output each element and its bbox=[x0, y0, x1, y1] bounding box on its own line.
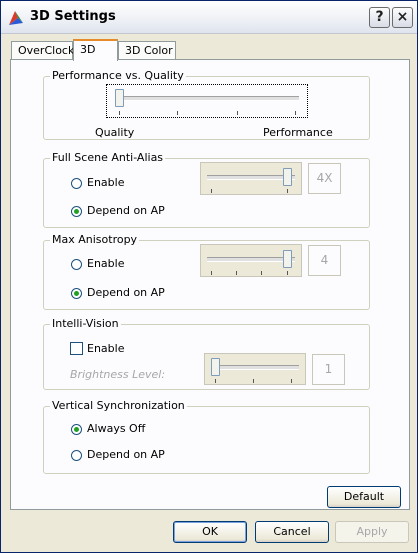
window-title: 3D Settings bbox=[30, 9, 116, 24]
quality-label: Quality bbox=[95, 126, 135, 139]
cancel-button[interactable]: Cancel bbox=[255, 521, 329, 543]
slider-tick bbox=[215, 379, 216, 383]
vsync-depend-label[interactable]: Depend on AP bbox=[87, 448, 165, 461]
close-button[interactable]: × bbox=[392, 7, 413, 28]
slider-tick bbox=[236, 271, 237, 275]
fsaa-slider-track bbox=[207, 175, 295, 180]
vsync-always-off-radio[interactable] bbox=[71, 424, 82, 435]
brightness-slider[interactable] bbox=[204, 353, 306, 385]
fsaa-legend: Full Scene Anti-Alias bbox=[50, 151, 166, 164]
fsaa-enable-radio[interactable] bbox=[71, 178, 82, 189]
brightness-level-label: Brightness Level: bbox=[70, 368, 166, 381]
tab-3d[interactable]: 3D bbox=[73, 39, 118, 61]
aniso-slider[interactable] bbox=[200, 244, 302, 277]
fsaa-slider[interactable] bbox=[200, 162, 302, 195]
slider-tick bbox=[211, 271, 212, 275]
tab-3d-color[interactable]: 3D Color bbox=[118, 41, 176, 60]
fsaa-value-box: 4X bbox=[308, 163, 341, 194]
apply-button[interactable]: Apply bbox=[335, 521, 409, 543]
slider-tick bbox=[177, 111, 178, 115]
vsync-legend: Vertical Synchronization bbox=[50, 399, 187, 412]
aniso-enable-radio[interactable] bbox=[71, 259, 82, 270]
anisotropy-group: Max Anisotropy Enable Depend on AP 4 bbox=[43, 233, 370, 310]
brightness-value-box: 1 bbox=[312, 354, 345, 385]
radio-selected-dot bbox=[74, 291, 79, 296]
aniso-enable-label[interactable]: Enable bbox=[87, 257, 125, 270]
slider-tick bbox=[287, 189, 288, 193]
slider-tick bbox=[291, 379, 292, 383]
aniso-depend-label[interactable]: Depend on AP bbox=[87, 286, 165, 299]
ok-button[interactable]: OK bbox=[173, 521, 247, 543]
aniso-slider-thumb[interactable] bbox=[283, 250, 292, 268]
intelli-enable-label[interactable]: Enable bbox=[87, 342, 125, 355]
brightness-slider-track bbox=[211, 365, 299, 370]
slider-tick bbox=[295, 111, 296, 115]
performance-slider-track bbox=[115, 96, 299, 101]
default-button[interactable]: Default bbox=[327, 486, 401, 508]
radio-selected-dot bbox=[74, 427, 79, 432]
anisotropy-legend: Max Anisotropy bbox=[50, 233, 140, 246]
app-icon bbox=[9, 11, 23, 25]
slider-tick bbox=[253, 379, 254, 383]
fsaa-group: Full Scene Anti-Alias Enable Depend on A… bbox=[43, 151, 370, 228]
slider-tick bbox=[237, 111, 238, 115]
tab-panel-3d: Performance vs. Quality Quality Performa… bbox=[10, 59, 410, 510]
slider-tick bbox=[119, 111, 120, 115]
performance-slider[interactable] bbox=[106, 84, 308, 118]
aniso-depend-radio[interactable] bbox=[71, 288, 82, 299]
aniso-slider-track bbox=[207, 257, 295, 262]
intelli-vision-legend: Intelli-Vision bbox=[50, 317, 121, 330]
aniso-value-box: 4 bbox=[308, 245, 341, 276]
title-bar[interactable]: 3D Settings ? × bbox=[1, 1, 417, 34]
intelli-enable-checkbox[interactable] bbox=[70, 342, 83, 355]
fsaa-slider-thumb[interactable] bbox=[283, 168, 292, 186]
help-button[interactable]: ? bbox=[369, 7, 390, 28]
radio-selected-dot bbox=[74, 209, 79, 214]
tab-overclock[interactable]: OverClock bbox=[11, 41, 74, 60]
slider-tick bbox=[261, 271, 262, 275]
slider-tick bbox=[211, 189, 212, 193]
fsaa-enable-label[interactable]: Enable bbox=[87, 176, 125, 189]
performance-label: Performance bbox=[263, 126, 333, 139]
intelli-vision-group: Intelli-Vision Enable Brightness Level: … bbox=[43, 317, 370, 390]
brightness-slider-thumb[interactable] bbox=[211, 358, 220, 376]
performance-group: Performance vs. Quality Quality Performa… bbox=[43, 69, 370, 140]
slider-tick bbox=[287, 271, 288, 275]
vsync-group: Vertical Synchronization Always Off Depe… bbox=[43, 399, 370, 474]
vsync-depend-radio[interactable] bbox=[71, 450, 82, 461]
performance-slider-thumb[interactable] bbox=[115, 89, 124, 107]
performance-legend: Performance vs. Quality bbox=[50, 69, 186, 82]
vsync-always-off-label[interactable]: Always Off bbox=[87, 422, 146, 435]
fsaa-depend-label[interactable]: Depend on AP bbox=[87, 204, 165, 217]
fsaa-depend-radio[interactable] bbox=[71, 206, 82, 217]
